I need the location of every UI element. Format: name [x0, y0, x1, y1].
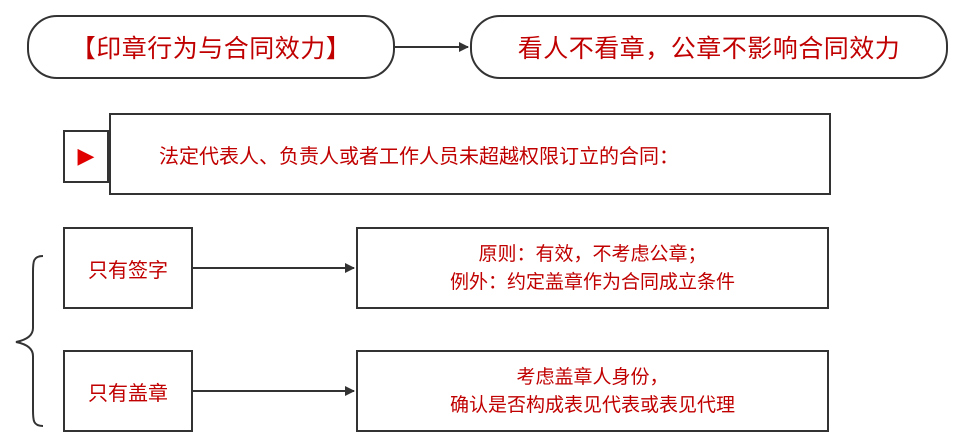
rule-box-seal-only: 考虑盖章人身份， 确认是否构成表见代表或表见代理	[356, 350, 829, 432]
header-box: 法定代表人、负责人或者工作人员未超越权限订立的合同：	[109, 113, 831, 195]
play-triangle-icon: ▶	[77, 143, 95, 169]
rule-box-sign-only: 原则：有效，不考虑公章； 例外：约定盖章作为合同成立条件	[356, 227, 829, 309]
case-box-seal-only: 只有盖章	[63, 350, 193, 432]
marker-box: ▶	[63, 130, 109, 183]
header-text: 法定代表人、负责人或者工作人员未超越权限订立的合同：	[159, 143, 679, 168]
conclusion-box: 看人不看章，公章不影响合同效力	[470, 15, 948, 79]
rule-line: 确认是否构成表见代表或表见代理	[449, 394, 735, 416]
left-brace	[15, 255, 44, 427]
case-box-sign-only: 只有签字	[63, 227, 193, 309]
rule-line: 考虑盖章人身份，	[516, 366, 669, 388]
rule-line: 例外：约定盖章作为合同成立条件	[449, 271, 735, 293]
title-text: 【印章行为与合同效力】	[70, 34, 352, 63]
rule-line: 原则：有效，不考虑公章；	[478, 243, 707, 265]
title-box: 【印章行为与合同效力】	[27, 15, 395, 79]
conclusion-text: 看人不看章，公章不影响合同效力	[517, 34, 901, 63]
case-label: 只有签字	[88, 257, 168, 282]
case-label: 只有盖章	[88, 380, 168, 405]
